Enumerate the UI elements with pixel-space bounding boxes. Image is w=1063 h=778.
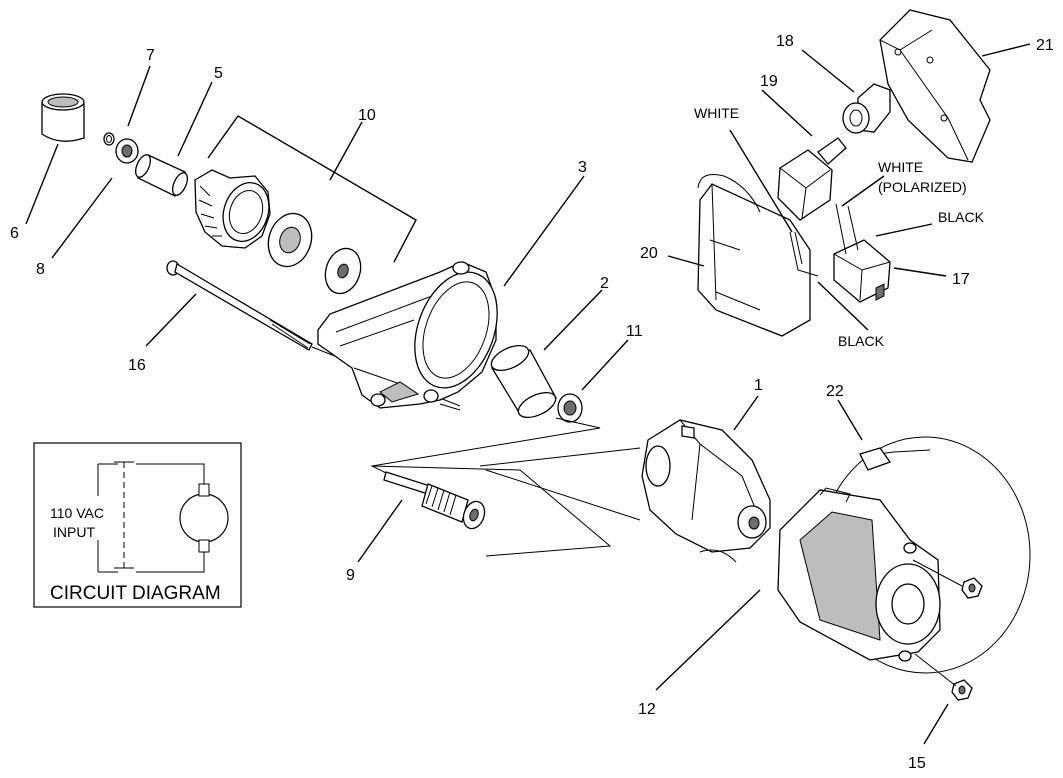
part-15-nuts xyxy=(912,559,983,701)
wire-labels: WHITE WHITE (POLARIZED) BLACK BLACK xyxy=(694,105,985,349)
part-18-grommet xyxy=(842,83,891,134)
circuit-diagram-box: 110 VAC INPUT CIRCUIT DIAGRAM xyxy=(33,442,242,608)
shaft-guide-lines xyxy=(370,417,612,557)
callout-1: 1 xyxy=(754,377,763,394)
wire-label-black-upper: BLACK xyxy=(938,209,985,225)
part-22-connector xyxy=(859,447,892,471)
circuit-diagram-caption: CIRCUIT DIAGRAM xyxy=(50,583,221,604)
part-3-pump-housing xyxy=(317,261,498,411)
part-9-shaft xyxy=(383,471,486,530)
callout-2: 2 xyxy=(600,275,609,292)
part-19-plug xyxy=(777,137,847,221)
callout-16: 16 xyxy=(128,357,146,374)
callout-6: 6 xyxy=(10,225,19,242)
part-10-impeller-assembly xyxy=(194,169,362,295)
callout-12: 12 xyxy=(638,701,656,718)
part-1-motor-adapter xyxy=(641,419,771,563)
callout-3: 3 xyxy=(578,159,587,176)
part-2-impeller-sleeve xyxy=(490,344,557,419)
callout-7: 7 xyxy=(146,47,155,64)
part-11-bushing xyxy=(557,393,583,423)
part-20-switch-box xyxy=(697,174,819,337)
bracket-10 xyxy=(207,115,417,263)
part-17-polarized-plug xyxy=(833,203,891,303)
callout-21: 21 xyxy=(1036,37,1054,54)
part-5-sleeve xyxy=(135,154,188,197)
callout-11: 11 xyxy=(626,323,643,340)
callout-20: 20 xyxy=(640,245,658,262)
callout-22: 22 xyxy=(826,383,844,400)
callout-8: 8 xyxy=(36,261,45,278)
motor-guide-lines xyxy=(479,447,641,521)
circuit-input-line1: 110 VAC xyxy=(50,505,104,521)
wire-label-white-polarized-2: (POLARIZED) xyxy=(878,179,967,195)
callout-9: 9 xyxy=(346,567,355,584)
wire-label-white-polarized-1: WHITE xyxy=(878,159,923,175)
callout-18: 18 xyxy=(776,33,794,50)
callout-15: 15 xyxy=(908,755,926,772)
callout-10: 10 xyxy=(358,107,376,124)
part-21-cover xyxy=(879,9,991,163)
circuit-input-line2: INPUT xyxy=(53,524,95,540)
callout-19: 19 xyxy=(760,73,778,90)
callout-17: 17 xyxy=(952,271,970,288)
callout-5: 5 xyxy=(214,65,223,82)
wire-label-white: WHITE xyxy=(694,105,739,121)
part-12-electric-motor xyxy=(777,436,1031,674)
callout-numbers: 7 5 10 6 8 3 2 11 16 1 22 9 12 15 20 18 … xyxy=(10,33,1054,772)
part-7-retaining-ring xyxy=(103,132,115,146)
wire-label-black-lower: BLACK xyxy=(838,333,885,349)
part-8-bearing xyxy=(115,138,139,164)
part-6-cap xyxy=(41,93,85,142)
leader-lines xyxy=(25,43,1031,745)
